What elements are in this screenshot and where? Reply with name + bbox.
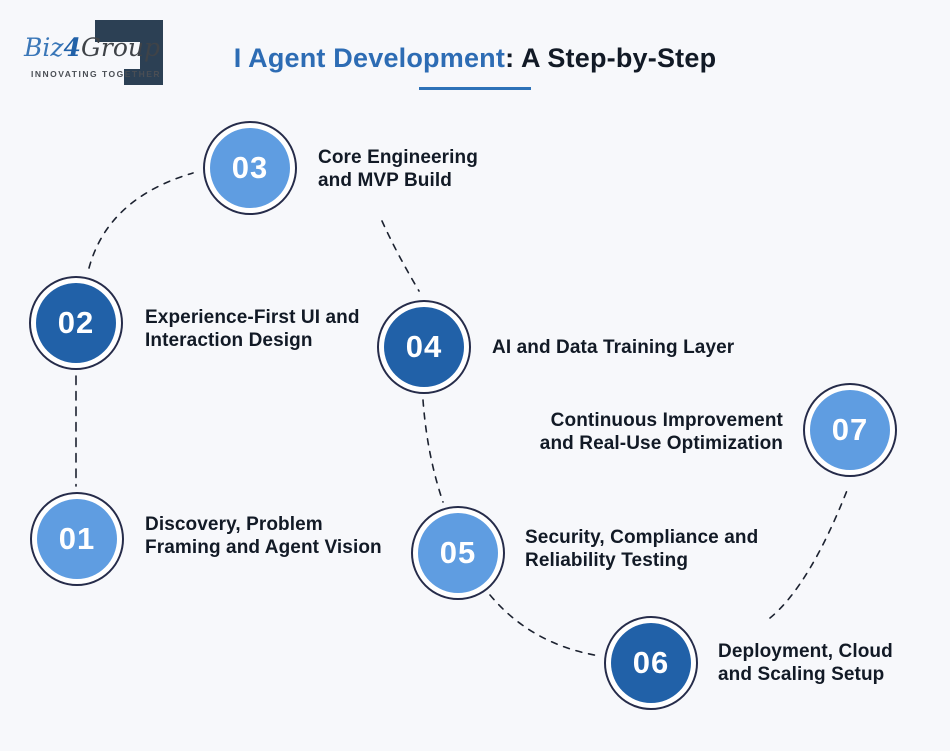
connector-03-04 (381, 220, 420, 292)
connector-05-06 (489, 594, 601, 657)
step-03-label-line1: Core Engineering (318, 147, 478, 168)
page-title: I Agent Development: A Step-by-Step (0, 43, 950, 74)
page-title-rest: : A Step-by-Step (505, 43, 717, 73)
logo-word-4: 4 (63, 33, 81, 62)
page-title-highlight: I Agent Development (233, 43, 506, 73)
step-02-number: 02 (57, 305, 95, 340)
step-02-badge: 02 (29, 276, 123, 370)
step-06-label: Deployment, Cloud and Scaling Setup (718, 640, 893, 686)
step-07-label: Continuous Improvement and Real-Use Opti… (500, 409, 783, 455)
step-07-label-line1: Continuous Improvement (550, 410, 783, 431)
step-07-number: 07 (831, 412, 869, 447)
step-01-label: Discovery, Problem Framing and Agent Vis… (145, 513, 382, 559)
step-05-label-line2: Reliability Testing (525, 550, 689, 571)
step-04-label-line1: AI and Data Training Layer (492, 337, 735, 358)
step-05-label-line1: Security, Compliance and (525, 527, 759, 548)
biz4group-logo: Biz4Group INNOVATING TOGETHER (20, 12, 172, 90)
step-03-label: Core Engineering and MVP Build (318, 146, 478, 192)
step-01-number: 01 (58, 521, 96, 556)
step-04-number: 04 (405, 329, 443, 364)
logo-word-group: Group (80, 33, 161, 62)
step-07-label-line2: and Real-Use Optimization (539, 433, 783, 454)
step-02-circle: 02 (36, 283, 116, 363)
step-03-label-line2: and MVP Build (318, 170, 452, 191)
step-07-badge: 07 (803, 383, 897, 477)
step-06-label-line1: Deployment, Cloud (718, 641, 893, 662)
step-01-badge: 01 (30, 492, 124, 586)
step-02-label: Experience-First UI and Interaction Desi… (145, 306, 360, 352)
step-05-label: Security, Compliance and Reliability Tes… (525, 526, 758, 572)
logo-wordmark: Biz4Group (24, 34, 160, 62)
step-02-label-line2: Interaction Design (145, 330, 313, 351)
step-06-badge: 06 (604, 616, 698, 710)
step-01-circle: 01 (37, 499, 117, 579)
step-07-circle: 07 (810, 390, 890, 470)
connector-02-03 (88, 172, 194, 269)
step-03-circle: 03 (210, 128, 290, 208)
biz4group-logo-mark (95, 20, 163, 85)
step-06-circle: 06 (611, 623, 691, 703)
step-06-label-line2: and Scaling Setup (718, 664, 885, 685)
step-01-label-line2: Framing and Agent Vision (145, 537, 382, 558)
step-03-number: 03 (231, 150, 269, 185)
step-03-badge: 03 (203, 121, 297, 215)
step-01-label-line1: Discovery, Problem (145, 514, 323, 535)
title-underline (419, 87, 531, 90)
step-05-number: 05 (439, 535, 477, 570)
step-04-label: AI and Data Training Layer (492, 336, 734, 359)
step-02-label-line1: Experience-First UI and (145, 307, 360, 328)
step-06-number: 06 (632, 645, 670, 680)
logo-tagline: INNOVATING TOGETHER (31, 69, 162, 79)
step-05-badge: 05 (411, 506, 505, 600)
page-header: I Agent Development: A Step-by-Step (0, 43, 950, 90)
connector-06-07 (769, 487, 849, 619)
step-05-circle: 05 (418, 513, 498, 593)
step-04-circle: 04 (384, 307, 464, 387)
connector-04-05 (422, 399, 444, 503)
step-04-badge: 04 (377, 300, 471, 394)
logo-word-biz: Biz (24, 33, 64, 62)
